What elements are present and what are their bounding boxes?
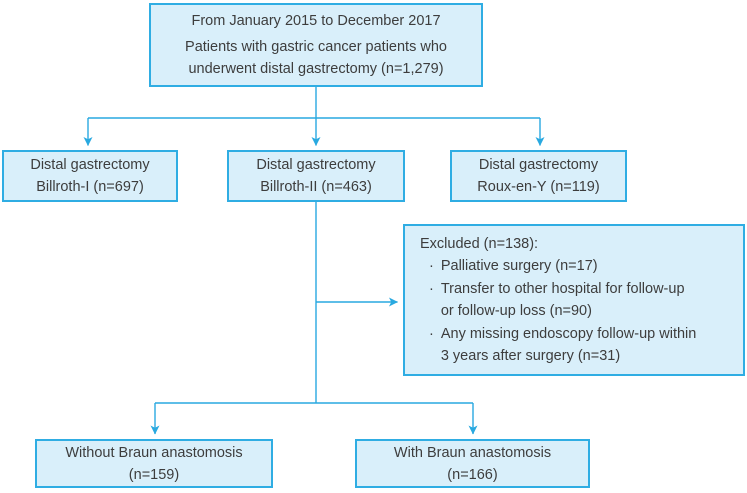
bullet-icon: · [429, 258, 434, 274]
study-population-text-line2: underwent distal gastrectomy (n=1,279) [188, 61, 444, 77]
box-text-line: Distal gastrectomy [30, 157, 150, 173]
excluded-item-text: or follow-up loss (n=90) [440, 303, 592, 319]
excluded-title: Excluded (n=138): [420, 235, 539, 252]
box-text-line: Without Braun anastomosis [65, 444, 243, 461]
box-roux-en-y: Distal gastrectomy Roux-en-Y (n=119) [450, 150, 627, 202]
box-without-braun: Without Braun anastomosis (n=159) [35, 439, 273, 488]
box-excluded: Excluded (n=138): · Palliative surgery (… [403, 224, 745, 376]
box-text-line: Distal gastrectomy [478, 157, 599, 173]
bullet-icon: · [429, 280, 434, 297]
box-text-line: (n=159) [128, 466, 180, 483]
box-text-line: Billroth-I (n=697) [36, 179, 144, 195]
box-with-braun: With Braun anastomosis (n=166) [355, 439, 590, 488]
box-billroth-1: Distal gastrectomy Billroth-I (n=697) [2, 150, 178, 202]
box-text-line: Distal gastrectomy [256, 157, 376, 173]
box-text-line: With Braun anastomosis [393, 444, 552, 461]
excluded-item-text: Any missing endoscopy follow-up within [440, 325, 697, 342]
bullet-icon: · [429, 325, 434, 342]
excluded-item: · Transfer to other hospital for follow-… [420, 278, 735, 323]
excluded-item-text: Palliative surgery (n=17) [440, 258, 598, 274]
box-text-line: Billroth-II (n=463) [260, 179, 372, 195]
study-period-text: From January 2015 to December 2017 [191, 13, 441, 29]
excluded-item-text: 3 years after surgery (n=31) [440, 348, 621, 364]
box-text-line: Roux-en-Y (n=119) [477, 179, 600, 195]
excluded-item-text: Transfer to other hospital for follow-up [440, 280, 685, 297]
box-text-line: (n=166) [447, 466, 498, 483]
excluded-item: · Palliative surgery (n=17) [420, 255, 735, 278]
box-study-population: From January 2015 to December 2017 Patie… [149, 3, 483, 87]
box-billroth-2: Distal gastrectomy Billroth-II (n=463) [227, 150, 405, 202]
excluded-item: · Any missing endoscopy follow-up within… [420, 323, 735, 368]
study-population-text-line1: Patients with gastric cancer patients wh… [185, 39, 447, 55]
